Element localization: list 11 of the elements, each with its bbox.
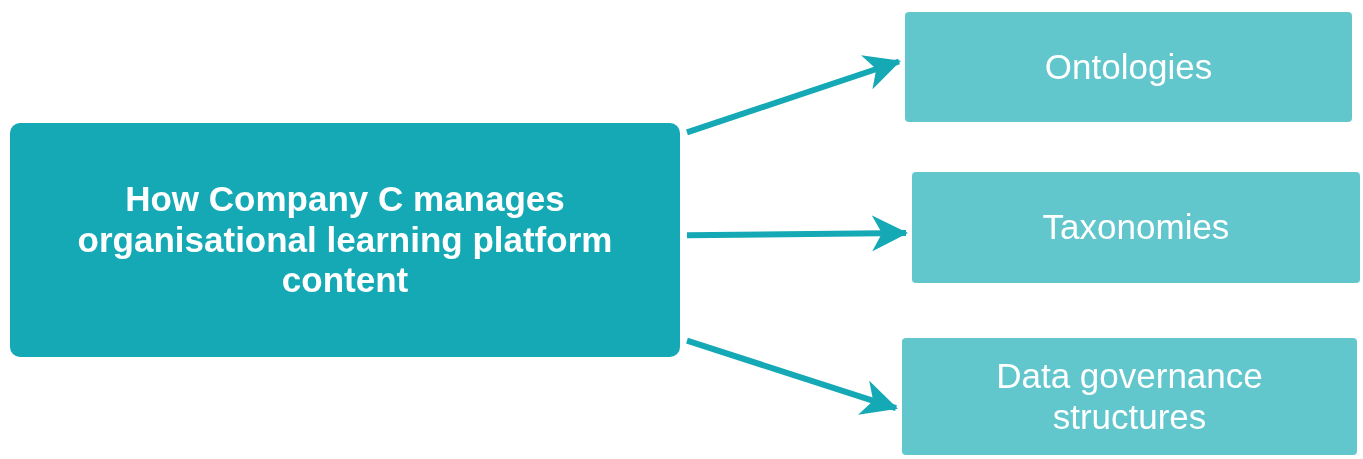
box-label: How Company C manages organisational learning platform content xyxy=(76,178,614,302)
box-label: Taxonomies xyxy=(1042,207,1230,248)
box-label: Ontologies xyxy=(1044,46,1213,88)
arrow xyxy=(686,55,901,136)
category-box xyxy=(912,172,1360,283)
box-label: Data governance structures xyxy=(995,355,1264,438)
topic-box xyxy=(10,123,680,357)
category-box xyxy=(902,338,1357,455)
arrow xyxy=(686,215,908,252)
arrow xyxy=(686,337,898,415)
category-box xyxy=(905,12,1352,122)
